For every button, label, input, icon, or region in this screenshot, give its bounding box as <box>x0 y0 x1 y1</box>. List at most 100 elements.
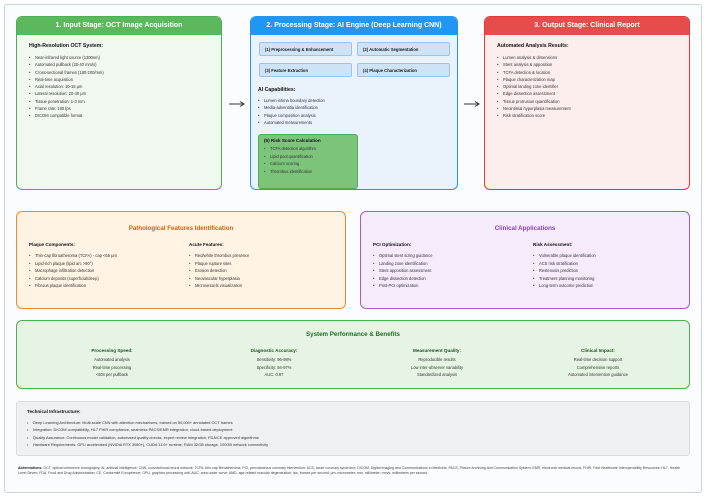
column-title: Measurement Quality: <box>413 348 461 353</box>
system-performance-title: System Performance & Benefits <box>306 331 400 338</box>
column-line: Standardized analysis <box>416 372 458 378</box>
analysis-results-list: Lumen analysis & dimensions Stent analys… <box>497 54 687 120</box>
list-item: Calcium scoring <box>264 160 356 168</box>
module-plaque-characterization: (4) Plaque Characterization <box>357 63 450 77</box>
output-stage-header: 3. Output Stage: Clinical Report <box>485 17 689 35</box>
diagnostic-accuracy-column: Diagnostic Accuracy: Sensitivity: 96-98%… <box>199 348 349 379</box>
list-item: Edge dissection detection <box>373 275 523 283</box>
oct-system-list: Near-infrared light source (1300nm) Auto… <box>29 54 219 120</box>
pathological-features-title: Pathological Features Identification <box>128 225 234 232</box>
column-line: Specificity: 94-97% <box>256 364 292 370</box>
column-line: Sensitivity: 96-98% <box>256 357 292 362</box>
plaque-components-list: Thin-cap fibroatheroma (TCFA) - cap <65 … <box>29 252 179 290</box>
input-stage-box: 1. Input Stage: OCT Image Acquisition Hi… <box>16 16 222 190</box>
list-item: Landing zone identification <box>373 260 523 268</box>
list-item: Thin-cap fibroatheroma (TCFA) - cap <65 … <box>29 252 179 260</box>
column-line: AUC: 0.97 <box>264 372 284 378</box>
list-item: Lumen-intima boundary detection <box>258 97 448 105</box>
plaque-components-title: Plaque Components: <box>29 242 75 247</box>
column-line: Reproducible results <box>418 357 456 362</box>
processing-stage-header: 2. Processing Stage: AI Engine (Deep Lea… <box>251 17 457 35</box>
list-item: Quality Assurance: Continuous model vali… <box>27 434 677 442</box>
clinical-applications-panel: Clinical Applications PCI Optimization: … <box>360 211 690 309</box>
pci-optimization-list: Optimal stent sizing guidance Landing zo… <box>373 252 523 290</box>
ai-capabilities-list: Lumen-intima boundary detection Media-ad… <box>258 97 448 126</box>
acute-features-title: Acute Features: <box>189 242 224 247</box>
technical-infrastructure-list: Deep Learning Architecture: Multi-scale … <box>27 419 677 449</box>
list-item: Risk stratification score <box>497 112 687 120</box>
risk-assessment-title: Risk Assessment: <box>533 242 573 247</box>
list-item: DICOM compatible format <box>29 112 219 120</box>
list-item: TCFA detection & location <box>497 69 687 77</box>
column-line: Automated analysis <box>94 357 130 362</box>
column-title: Clinical Impact: <box>581 348 615 353</box>
module-preprocessing: (1) Preprocessing & Enhancement <box>259 42 352 56</box>
technical-infrastructure-panel: Technical Infrastructure: Deep Learning … <box>16 401 690 456</box>
list-item: Red/white thrombus presence <box>189 252 339 260</box>
system-performance-panel: System Performance & Benefits Processing… <box>16 320 690 389</box>
column-title: Diagnostic Accuracy: <box>250 348 298 353</box>
list-item: Optimal stent sizing guidance <box>373 252 523 260</box>
list-item: Lateral resolution: 20-40 μm <box>29 90 219 98</box>
technical-infrastructure-title: Technical Infrastructure: <box>27 409 81 414</box>
list-item: Post-PCI optimization <box>373 282 523 290</box>
list-item: Calcium deposits (superficial/deep) <box>29 275 179 283</box>
list-item: Restenosis prediction <box>533 267 683 275</box>
list-item: Long-term outcome prediction <box>533 282 683 290</box>
list-item: Edge dissection assessment <box>497 90 687 98</box>
list-item: Stent apposition assessment <box>373 267 523 275</box>
list-item: Macrophage infiltration detection <box>29 267 179 275</box>
column-title: Processing Speed: <box>91 348 133 353</box>
list-item: Plaque characterization map <box>497 76 687 84</box>
list-item: Lipid pool quantification <box>264 153 356 161</box>
list-item: ACS risk stratification <box>533 260 683 268</box>
clinical-applications-title: Clinical Applications <box>494 225 556 232</box>
list-item: Deep Learning Architecture: Multi-scale … <box>27 419 677 427</box>
list-item: Tissue penetration: 1-3 mm <box>29 98 219 106</box>
list-item: Real-time acquisition <box>29 76 219 84</box>
column-line: Real-time decision support <box>573 357 623 362</box>
list-item: Stent analysis & apposition <box>497 61 687 69</box>
list-item: Neointimal hyperplasia measurement <box>497 105 687 113</box>
risk-assessment-list: Vulnerable plaque identification ACS ris… <box>533 252 683 290</box>
column-line: Low inter-observer variability <box>410 364 464 370</box>
risk-score-list: TCFA detection algorithm Lipid pool quan… <box>264 145 356 175</box>
list-item: Automated measurements <box>258 119 448 127</box>
list-item: Thrombus identification <box>264 168 356 176</box>
list-item: Tissue protrusion quantification <box>497 98 687 106</box>
analysis-results-title: Automated Analysis Results: <box>497 43 569 49</box>
module-feature-extraction: (3) Feature Extraction <box>259 63 352 77</box>
clinical-impact-column: Clinical Impact: Real-time decision supp… <box>523 348 673 379</box>
list-item: Optimal landing zone identifier <box>497 83 687 91</box>
risk-score-title: (5) Risk Score Calculation <box>264 138 321 143</box>
list-item: Cross-sectional frames (180-200/mm) <box>29 69 219 77</box>
column-line: <60s per pullback <box>95 372 129 378</box>
column-line: Automated intervention guidance <box>568 372 628 378</box>
list-item: Vulnerable plaque identification <box>533 252 683 260</box>
pathological-features-panel: Pathological Features Identification Pla… <box>16 211 346 309</box>
list-item: Frame rate: 180 fps <box>29 105 219 113</box>
acute-features-list: Red/white thrombus presence Plaque ruptu… <box>189 252 339 290</box>
oct-system-title: High-Resolution OCT System: <box>29 43 104 49</box>
list-item: TCFA detection algorithm <box>264 145 356 153</box>
arrow-right-icon <box>229 101 245 107</box>
list-item: Treatment planning monitoring <box>533 275 683 283</box>
list-item: Lipid-rich plaque (lipid arc >90°) <box>29 260 179 268</box>
list-item: Hardware Requirements: GPU accelerated (… <box>27 441 677 449</box>
column-line: Real-time processing <box>92 364 132 370</box>
processing-stage-box: 2. Processing Stage: AI Engine (Deep Lea… <box>250 16 458 190</box>
measurement-quality-column: Measurement Quality: Reproducible result… <box>362 348 512 379</box>
list-item: Automated pullback (20-40 mm/s) <box>29 61 219 69</box>
ai-capabilities-title: AI Capabilities: <box>258 87 296 93</box>
list-item: Neovascular hyperplasia <box>189 275 339 283</box>
pci-optimization-title: PCI Optimization: <box>373 242 412 247</box>
list-item: Plaque composition analysis <box>258 112 448 120</box>
list-item: Erosion detection <box>189 267 339 275</box>
column-line: Comprehensive reports <box>576 364 620 370</box>
list-item: Lumen analysis & dimensions <box>497 54 687 62</box>
abbreviations-note: Abbreviations: OCT, optical coherence to… <box>18 466 688 477</box>
input-stage-header: 1. Input Stage: OCT Image Acquisition <box>17 17 221 35</box>
abbreviations-label: Abbreviations: <box>18 466 43 470</box>
list-item: Near-infrared light source (1300nm) <box>29 54 219 62</box>
processing-speed-column: Processing Speed: Automated analysis Rea… <box>37 348 187 379</box>
